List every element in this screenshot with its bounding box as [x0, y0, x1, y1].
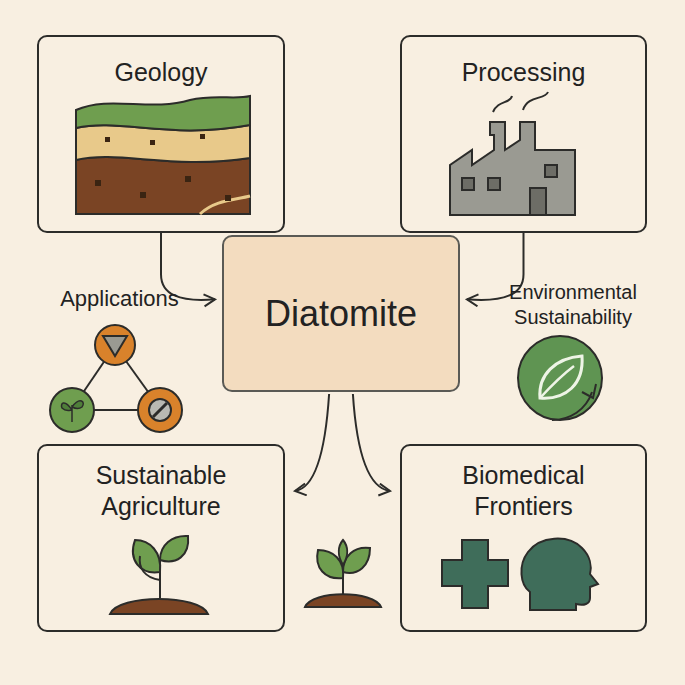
sprout-icon [110, 536, 208, 614]
topic-box: Biomedical Frontiers [400, 444, 647, 632]
box-title: Biomedical Frontiers [424, 460, 624, 523]
topic-box: Processing [400, 35, 647, 233]
box-title: Processing [402, 57, 645, 88]
central-box: Diatomite [222, 235, 460, 392]
topic-box: Geology [37, 35, 285, 233]
central-title: Diatomite [257, 291, 425, 336]
sprout-icon [305, 540, 381, 607]
box-title: Geology [39, 57, 283, 88]
category-label: Environmental Sustainability [478, 280, 668, 330]
flow-arrow [353, 394, 390, 491]
category-label: Applications [22, 285, 217, 313]
sustainability-icon [518, 336, 602, 420]
box-title: Sustainable Agriculture [56, 460, 266, 523]
factory-icon [450, 92, 575, 215]
flow-arrow [295, 394, 329, 491]
head-profile-icon [521, 539, 598, 610]
applications-icon [50, 325, 182, 432]
geology-layers [76, 96, 250, 214]
topic-box: Sustainable Agriculture [37, 444, 285, 632]
medical-cross-icon [442, 540, 508, 608]
